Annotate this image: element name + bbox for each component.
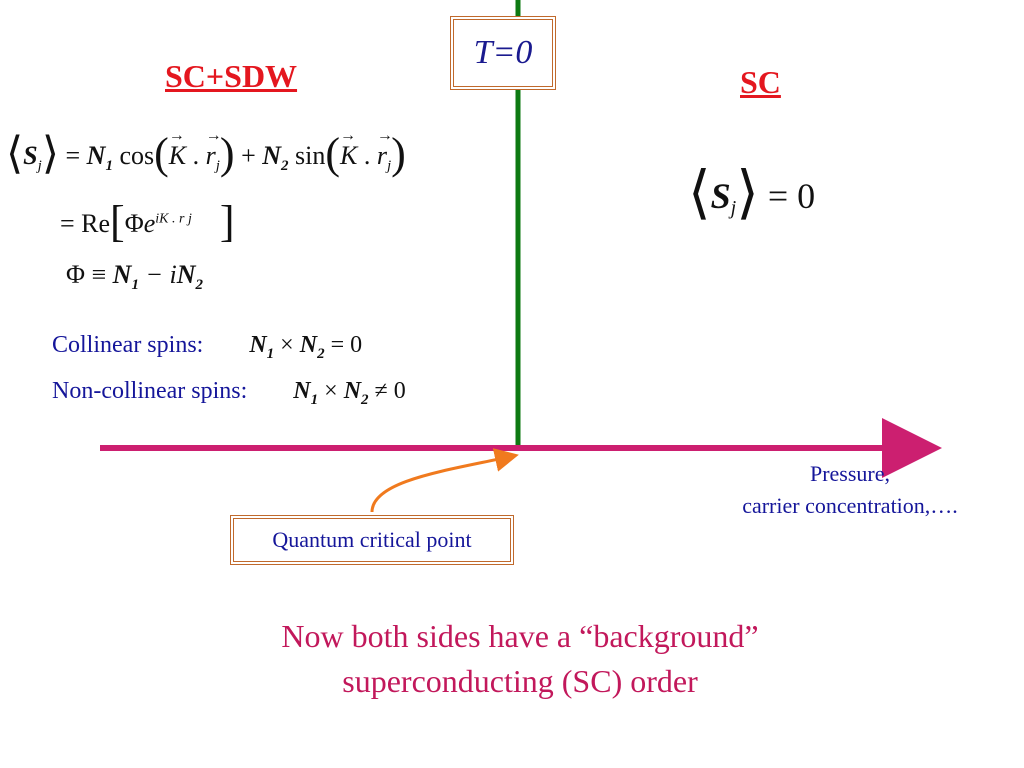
qcp-callout-arrow <box>370 448 519 513</box>
bottom-statement: Now both sides have a “background” super… <box>120 614 920 704</box>
collinear-spins-line: Collinear spins: N1 × N2 = 0 <box>52 332 363 362</box>
noncollinear-spins-line: Non-collinear spins: N1 × N2 ≠ 0 <box>52 378 406 408</box>
right-phase-heading: SC <box>740 64 781 100</box>
left-phase-heading: SC+SDW <box>165 58 298 94</box>
axis-label-line1: Pressure, <box>809 461 891 486</box>
quantum-critical-point-box: Quantum critical point <box>230 515 514 565</box>
quantum-critical-point-label: Quantum critical point <box>272 527 472 552</box>
temperature-zero-box: T=0 <box>450 16 556 90</box>
axis-label-line2: carrier concentration,…. <box>742 493 958 518</box>
spin-order-equation: ⟨Sj⟩ = N1 cos(K . rj) + N2 sin(K . rj) <box>6 127 406 179</box>
bottom-statement-line1: Now both sides have a “background” <box>281 618 759 654</box>
axis-label: Pressure, carrier concentration,…. <box>700 458 1000 522</box>
order-parameter-complex-form: = Re[ΦeiK . r j] <box>60 197 235 246</box>
sc-zero-spin-equation: ⟨Sj⟩ = 0 <box>688 160 816 225</box>
phi-definition: Φ ≡ N1 − iN2 <box>66 260 204 293</box>
temperature-zero-label: T=0 <box>473 34 533 71</box>
bottom-statement-line2: superconducting (SC) order <box>342 663 698 699</box>
